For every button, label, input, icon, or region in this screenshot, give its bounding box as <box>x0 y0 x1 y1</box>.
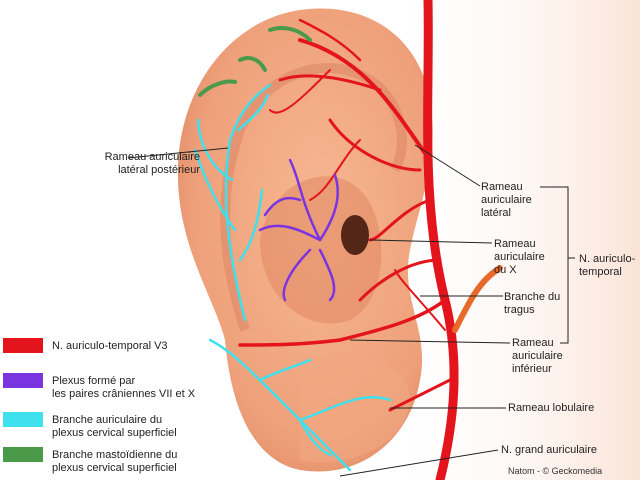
label-line: Rameau <box>512 337 554 349</box>
tragus-branch <box>452 265 503 333</box>
label-line: Branche du <box>504 291 561 303</box>
label-tragus: Branche du tragus <box>504 291 560 317</box>
legend-text: les paires crâniennes VII et X <box>52 388 196 400</box>
leader-lines <box>127 144 575 477</box>
legend-text: N. auriculo-temporal V3 <box>52 340 168 352</box>
label-lobulaire: Rameau lobulaire <box>508 402 595 414</box>
label-auriculo-temporal: N. auriculo- temporal <box>579 253 635 279</box>
legend-swatch-red <box>3 338 43 353</box>
label-line: latéral postérieur <box>118 164 200 176</box>
label-line: inférieur <box>512 363 552 375</box>
label-line: auriculaire <box>512 350 563 362</box>
mastoid-branches <box>198 26 312 97</box>
cranial-plexus <box>258 158 340 302</box>
label-line: tragus <box>504 304 535 316</box>
legend-text: Branche auriculaire du <box>52 414 163 426</box>
great-auricular-branches <box>193 83 392 472</box>
legend-swatch-green <box>3 447 43 462</box>
lobule <box>300 356 410 463</box>
legend-swatch-cyan <box>3 412 43 427</box>
legend-text: Branche mastoïdienne du <box>52 449 178 461</box>
label-grand-auriculaire: N. grand auriculaire <box>501 444 597 456</box>
label-inferieur: Rameau auriculaire inférieur <box>512 337 563 376</box>
label-line: auriculaire <box>481 194 532 206</box>
label-line: latéral <box>481 207 511 219</box>
label-lateral-posterior: Rameau auriculaire latéral postérieur <box>10 151 200 177</box>
label-line: temporal <box>579 266 622 278</box>
label-lateral: Rameau auriculaire latéral <box>481 181 532 220</box>
legend-swatch-purple <box>3 373 43 388</box>
label-du-x: Rameau auriculaire du X <box>494 238 545 277</box>
label-line: Rameau auriculaire <box>104 151 200 163</box>
label-line: N. auriculo- <box>579 253 636 265</box>
legend-text: Plexus formé par <box>52 375 136 387</box>
legend-item: N. auriculo-temporal V3 <box>52 340 168 353</box>
label-line: Rameau <box>481 181 523 193</box>
label-line: auriculaire <box>494 251 545 263</box>
legend-text: plexus cervical superficiel <box>52 462 177 474</box>
credit: Natom - © Geckomedia <box>508 466 603 476</box>
auriculo-temporal-nerve <box>238 0 459 480</box>
label-line: du X <box>494 264 517 276</box>
legend-text: plexus cervical superficiel <box>52 427 177 439</box>
ear-canal <box>341 215 369 255</box>
label-line: Rameau <box>494 238 536 250</box>
